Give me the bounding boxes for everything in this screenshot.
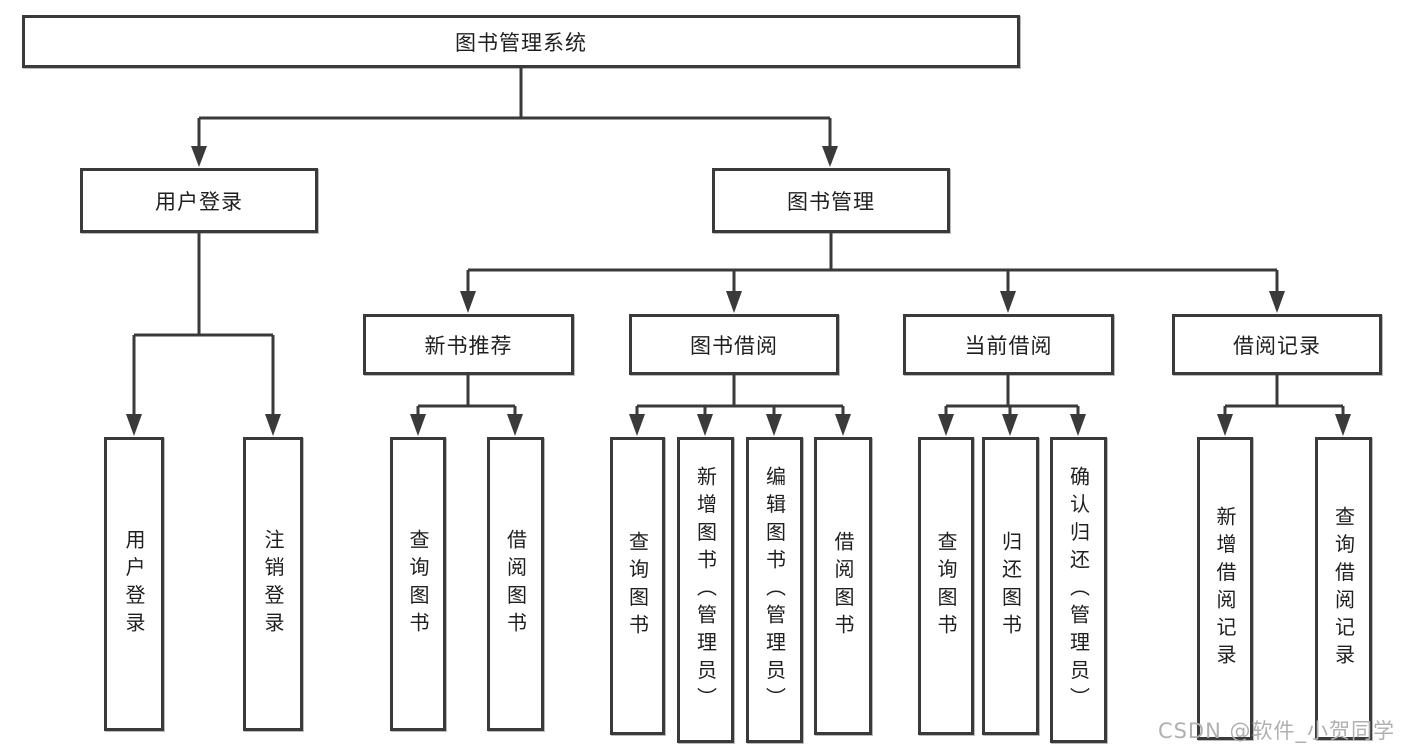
leaf-recommend-query-book: 查询图书 (390, 437, 446, 731)
node-root-system: 图书管理系统 (22, 15, 1020, 68)
leaf-current-return-book: 归还图书 (982, 437, 1039, 735)
node-borrow-record: 借阅记录 (1172, 314, 1382, 375)
leaf-record-add: 新增借阅记录 (1197, 437, 1253, 740)
leaf-logout: 注销登录 (243, 437, 303, 731)
leaf-current-query-book: 查询图书 (918, 437, 974, 735)
node-book-borrow: 图书借阅 (629, 314, 839, 375)
leaf-borrow-borrow-book: 借阅图书 (814, 437, 872, 735)
node-book-management: 图书管理 (712, 168, 950, 233)
leaf-borrow-edit-book-admin: 编辑图书（管理员） (746, 437, 803, 743)
leaf-recommend-borrow-book: 借阅图书 (487, 437, 544, 731)
leaf-borrow-add-book-admin: 新增图书（管理员） (677, 437, 734, 743)
node-new-book-recommend: 新书推荐 (363, 314, 574, 375)
csdn-watermark: CSDN @软件_小贺同学 (1157, 719, 1395, 743)
leaf-record-query: 查询借阅记录 (1315, 437, 1372, 740)
leaf-borrow-query-book: 查询图书 (610, 437, 665, 735)
leaf-current-confirm-return-admin: 确认归还（管理员） (1050, 437, 1107, 743)
leaf-user-login: 用户登录 (104, 437, 164, 731)
node-current-borrow: 当前借阅 (903, 314, 1114, 375)
node-user-login: 用户登录 (80, 168, 318, 233)
